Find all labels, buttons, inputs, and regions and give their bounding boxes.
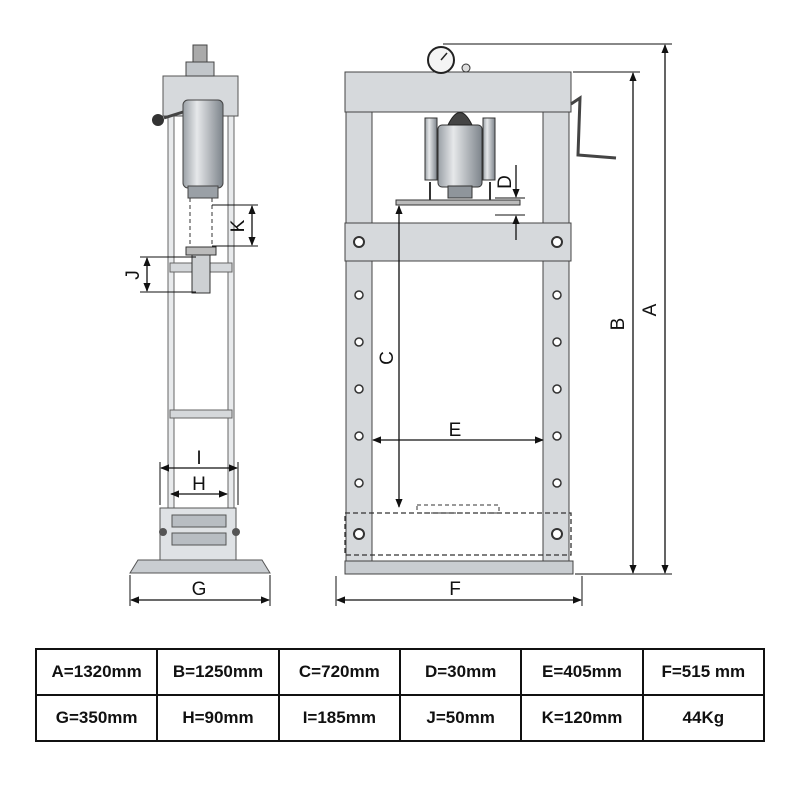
label-j: J <box>123 270 144 280</box>
spec-cell-i: I=185mm <box>277 694 401 742</box>
label-b: B <box>608 318 629 331</box>
dimension-e: E <box>372 420 544 444</box>
label-k: K <box>228 219 249 232</box>
spec-cell-c: C=720mm <box>277 648 401 696</box>
spec-cell-b: B=1250mm <box>156 648 280 696</box>
front-work-piece <box>416 504 500 514</box>
dimension-f: F <box>335 576 583 606</box>
side-crossbar <box>169 409 233 419</box>
side-upright-left <box>167 77 175 561</box>
dimension-i: I <box>159 448 239 505</box>
dimension-d: D <box>495 165 525 240</box>
front-hole <box>354 478 364 488</box>
side-ram-screw <box>191 254 211 294</box>
spec-cell-e: E=405mm <box>520 648 644 696</box>
press-diagram: K J I H G <box>123 43 672 606</box>
spec-cell-k: K=120mm <box>520 694 644 742</box>
front-cylinder <box>437 124 483 188</box>
front-hole <box>552 384 562 394</box>
front-ram-plate <box>395 199 521 206</box>
dimension-a: A <box>443 43 672 575</box>
label-h: H <box>192 474 206 495</box>
front-bolt <box>551 236 563 248</box>
side-ram-tip <box>185 246 217 256</box>
spec-cell-h: H=90mm <box>156 694 280 742</box>
front-hole <box>552 431 562 441</box>
front-hole <box>354 431 364 441</box>
front-bed-bolt <box>551 528 563 540</box>
spec-cell-j: J=50mm <box>398 694 523 742</box>
front-bed-bolt <box>353 528 365 540</box>
label-a: A <box>640 303 661 316</box>
spec-row: G=350mm H=90mm I=185mm J=50mm K=120mm 44… <box>34 694 766 742</box>
label-e: E <box>449 420 462 441</box>
front-bolt <box>353 236 365 248</box>
label-f: F <box>449 579 461 600</box>
side-handle-knob <box>152 114 164 126</box>
front-bed-dashed <box>344 512 572 556</box>
front-hole <box>354 384 364 394</box>
dimension-g: G <box>129 575 271 606</box>
front-cylinder-base <box>447 185 473 199</box>
front-view: D C E F B A <box>335 43 672 606</box>
front-hole <box>354 337 364 347</box>
front-holes-left <box>354 290 364 488</box>
label-i: I <box>196 448 201 469</box>
side-fitting <box>185 61 215 77</box>
front-hole <box>552 478 562 488</box>
front-cylinder-top <box>447 112 473 126</box>
side-pin <box>159 528 167 536</box>
label-c: C <box>377 351 398 365</box>
spec-cell-weight: 44Kg <box>641 694 766 742</box>
front-top-beam <box>344 71 572 113</box>
side-view: K J I H G <box>123 44 271 606</box>
spec-cell-a: A=1320mm <box>34 648 159 696</box>
side-pin <box>232 528 240 536</box>
front-upright-left <box>345 111 373 562</box>
front-upright-right <box>542 111 570 562</box>
front-cross-beam <box>344 222 572 262</box>
side-handle-rod <box>163 110 184 120</box>
spec-table: A=1320mm B=1250mm C=720mm D=30mm E=405mm… <box>34 648 766 742</box>
front-hole <box>354 290 364 300</box>
front-hole <box>552 290 562 300</box>
label-g: G <box>192 579 207 600</box>
dimension-h: H <box>170 474 228 498</box>
label-d: D <box>495 175 516 189</box>
side-bed-roller <box>171 532 227 546</box>
dimension-k: K <box>212 204 258 247</box>
dimension-j: J <box>123 256 196 293</box>
dimension-b: B <box>573 71 640 575</box>
spec-cell-f: F=515 mm <box>641 648 766 696</box>
spec-cell-d: D=30mm <box>398 648 523 696</box>
gauge-needle <box>440 52 448 61</box>
side-bed-roller <box>171 514 227 528</box>
side-base-plate <box>129 559 271 574</box>
side-cylinder <box>182 99 224 189</box>
front-spring-right <box>482 117 496 181</box>
front-holes-right <box>552 290 562 488</box>
dimension-c: C <box>377 205 403 508</box>
gauge-knob <box>461 63 471 73</box>
pump-handle <box>570 95 617 160</box>
front-base-plate <box>344 560 574 575</box>
side-upright-right <box>227 77 235 561</box>
front-spring-left <box>424 117 438 181</box>
spec-row: A=1320mm B=1250mm C=720mm D=30mm E=405mm… <box>34 648 766 696</box>
spec-cell-g: G=350mm <box>34 694 159 742</box>
front-hole <box>552 337 562 347</box>
side-cylinder-bottom <box>187 185 219 199</box>
